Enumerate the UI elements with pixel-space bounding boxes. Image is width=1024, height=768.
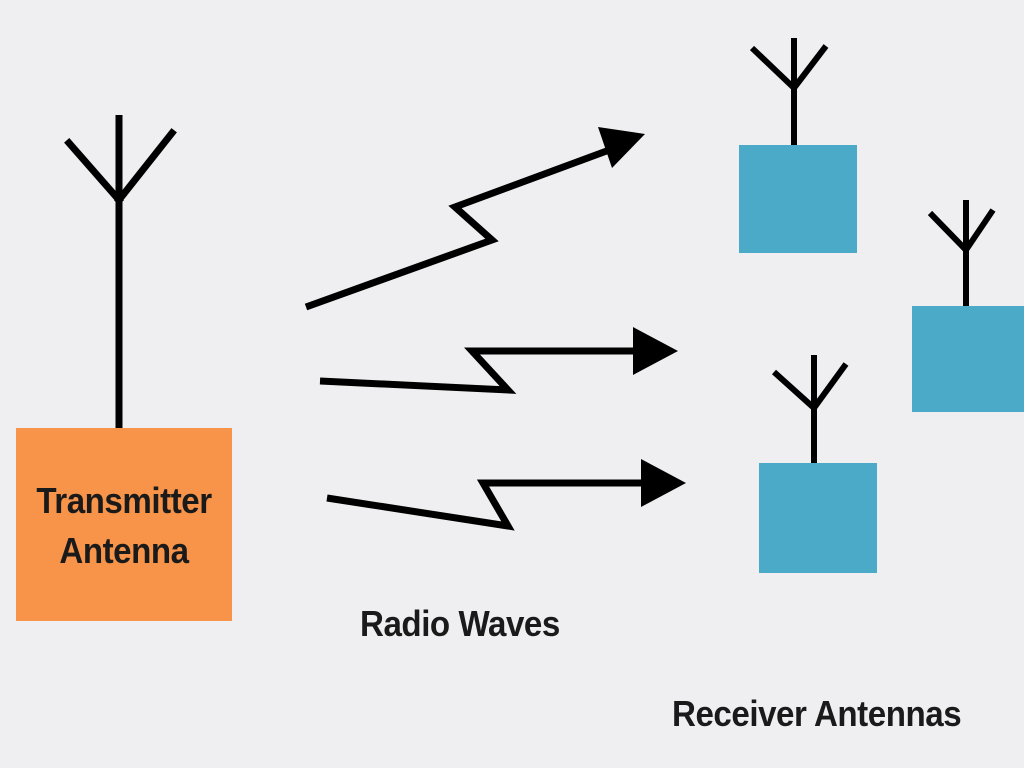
receiver-1-box	[739, 145, 857, 253]
radio-wave-bottom-arrowhead	[641, 459, 686, 507]
receiver-1-prong-right	[791, 44, 829, 90]
receiver-2-box	[912, 306, 1024, 412]
receiver-2-prong-right	[963, 208, 996, 252]
radio-wave-bottom	[326, 459, 686, 531]
radio-wave-top-line	[304, 145, 614, 311]
transmitter-antenna	[16, 115, 232, 621]
receiver-antenna-1	[739, 38, 857, 253]
receiver-3-box	[759, 463, 877, 573]
radio-wave-middle	[319, 327, 678, 394]
receiver-3-prong-left	[771, 369, 817, 411]
receiver-1-prong-left	[749, 45, 797, 91]
transmitter-prong-right	[114, 128, 177, 205]
transmitter-box	[16, 428, 232, 621]
receiver-2-prong-left	[927, 210, 969, 253]
transmitter-label-line1: Transmitter	[36, 480, 212, 521]
receiver-3-prong-right	[811, 362, 849, 410]
radio-wave-middle-line	[319, 347, 640, 394]
radio-wave-middle-arrowhead	[633, 327, 678, 375]
transmitter-prong-left	[64, 138, 124, 205]
radio-wave-top-arrowhead	[598, 127, 645, 168]
transmitter-label-line2: Antenna	[59, 530, 189, 571]
receiver-antennas-label: Receiver Antennas	[672, 693, 962, 734]
radio-wave-bottom-line	[326, 479, 648, 531]
radio-wave-top	[304, 127, 645, 311]
receiver-antenna-3	[759, 355, 877, 573]
transmitter-label: Transmitter Antenna	[25, 476, 224, 576]
receiver-antenna-2	[912, 200, 1024, 412]
radio-waves-label: Radio Waves	[360, 603, 560, 644]
